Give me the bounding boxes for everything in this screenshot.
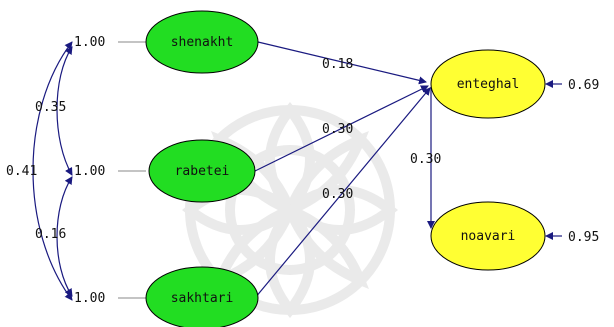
variance-label-rabetei: 1.00 — [74, 164, 105, 179]
variance-label-sakhtari: 1.00 — [74, 291, 105, 306]
node-rabetei: rabetei — [148, 139, 256, 203]
path-coef-shenakht-enteghal: 0.18 — [322, 57, 353, 72]
covariance-labels: 0.35 0.16 0.41 — [6, 100, 66, 242]
node-enteghal-label: enteghal — [457, 77, 520, 92]
path-coef-rabetei-enteghal: 0.30 — [322, 122, 353, 137]
node-shenakht: shenakht — [145, 10, 259, 74]
node-shenakht-label: shenakht — [171, 35, 234, 50]
error-label-enteghal: 0.69 — [568, 78, 599, 93]
path-coef-labels: 0.18 0.30 0.30 0.30 — [322, 57, 441, 202]
error-label-noavari: 0.95 — [568, 230, 599, 245]
node-shenakht-shape — [145, 10, 259, 74]
path-arrow-shenakht-enteghal — [257, 41, 427, 85]
node-noavari: noavari — [430, 201, 546, 271]
error-arrows — [545, 80, 562, 240]
node-noavari-shape — [430, 201, 546, 271]
path-arrows — [254, 41, 435, 299]
watermark-ornament — [181, 101, 399, 319]
covariance-label-rabetei-sakhtari: 0.16 — [35, 227, 66, 242]
path-coef-sakhtari-enteghal: 0.30 — [322, 187, 353, 202]
variance-label-shenakht: 1.00 — [74, 35, 105, 50]
node-enteghal-shape — [430, 49, 546, 119]
path-arrow-rabetei-enteghal — [254, 85, 429, 172]
variance-stubs — [118, 41, 146, 299]
error-labels: 0.69 0.95 — [568, 78, 599, 245]
path-coef-enteghal-noavari: 0.30 — [410, 152, 441, 167]
node-sakhtari-shape — [145, 266, 259, 327]
node-rabetei-label: rabetei — [175, 164, 230, 179]
covariance-group — [32, 41, 73, 301]
node-sakhtari: sakhtari — [145, 266, 259, 327]
variance-labels: 1.00 1.00 1.00 — [74, 35, 105, 306]
node-enteghal: enteghal — [430, 49, 546, 119]
covariance-curve-shenakht-sakhtari — [32, 41, 73, 301]
covariance-label-shenakht-sakhtari: 0.41 — [6, 164, 37, 179]
node-noavari-label: noavari — [461, 229, 516, 244]
covariance-label-shenakht-rabetei: 0.35 — [35, 100, 66, 115]
node-rabetei-shape — [148, 139, 256, 203]
path-arrow-sakhtari-enteghal — [254, 87, 431, 299]
node-sakhtari-label: sakhtari — [171, 291, 234, 306]
